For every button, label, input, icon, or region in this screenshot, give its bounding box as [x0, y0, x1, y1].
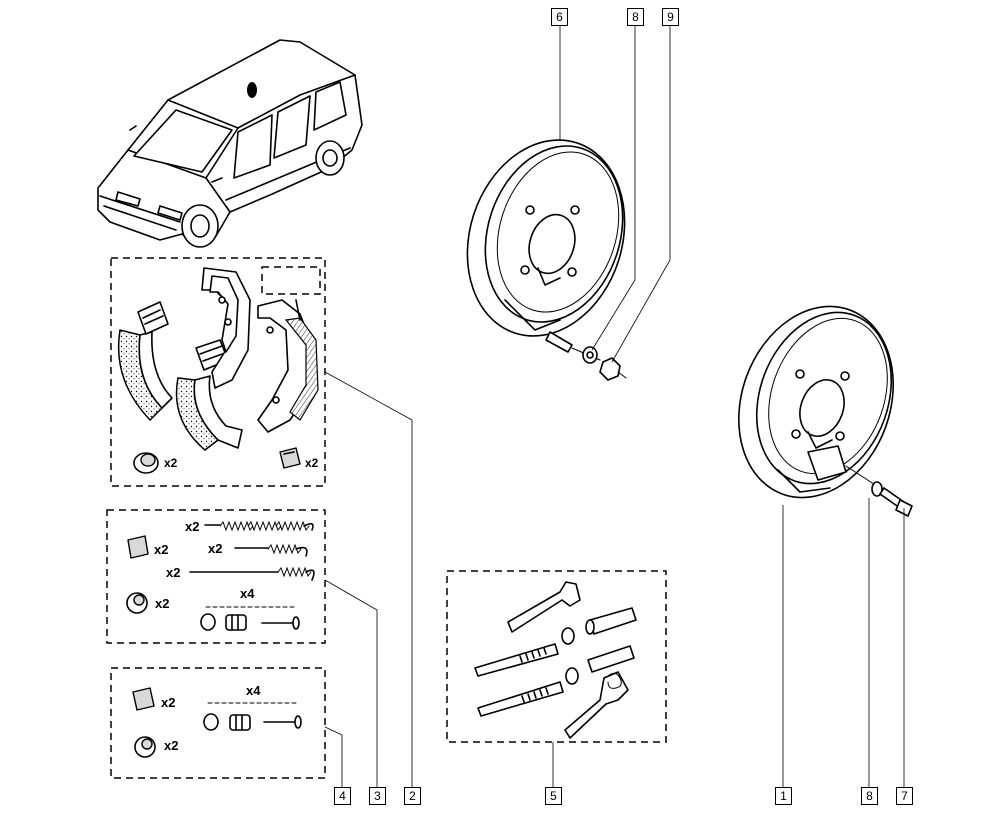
callout-5[interactable]: 5 — [545, 787, 562, 805]
qty-kit3-spring-mid: x2 — [208, 541, 223, 556]
leader-lines — [324, 24, 905, 788]
fitting-kit-cap — [134, 736, 156, 758]
washer-upper — [582, 346, 598, 364]
nut-upper — [599, 357, 627, 381]
adjuster-kit-parts — [474, 581, 637, 739]
qty-kit4-clip: x2 — [161, 695, 176, 710]
brake-shoe-left — [117, 301, 173, 422]
qty-shoe-clip: x2 — [305, 456, 319, 470]
callout-4[interactable]: 4 — [334, 787, 351, 805]
fitting-kit-pins — [203, 702, 302, 731]
qty-kit3-pins: x4 — [240, 586, 255, 601]
shoe-kit-clip — [279, 447, 301, 469]
hardware-kit-springs — [189, 521, 315, 581]
hardware-kit-cap — [126, 592, 148, 614]
qty-kit4-cap: x2 — [164, 738, 179, 753]
hardware-kit-pins — [200, 606, 300, 631]
adjuster-kit-box — [446, 570, 667, 743]
washer-lower — [871, 481, 883, 497]
qty-kit3-spring-short: x2 — [166, 565, 181, 580]
callout-7[interactable]: 7 — [896, 787, 913, 805]
qty-kit4-pins: x4 — [246, 683, 261, 698]
brake-shoe-right — [257, 299, 319, 433]
hardware-kit-clip — [127, 535, 149, 559]
brake-shoe-middle — [175, 267, 251, 451]
callout-2[interactable]: 2 — [404, 787, 421, 805]
callout-6[interactable]: 6 — [551, 8, 568, 26]
vehicle-illustration — [97, 39, 363, 248]
qty-shoe-cylinder: x2 — [164, 456, 178, 470]
backing-plate-lower — [738, 305, 894, 499]
shoe-kit-cylinder — [133, 452, 159, 474]
hardware-kit-box — [106, 509, 326, 644]
qty-kit3-cap: x2 — [155, 596, 170, 611]
callout-8-lower[interactable]: 8 — [861, 787, 878, 805]
bolt-lower — [879, 487, 913, 517]
callout-9[interactable]: 9 — [662, 8, 679, 26]
fitting-kit-box — [110, 667, 326, 779]
qty-kit3-spring-long: x2 — [185, 519, 200, 534]
qty-kit3-clip: x2 — [154, 542, 169, 557]
shoe-kit-inset-box — [261, 266, 321, 295]
fitting-kit-clip — [132, 687, 155, 711]
backing-plate-upper — [466, 139, 626, 361]
callout-3[interactable]: 3 — [369, 787, 386, 805]
callout-1[interactable]: 1 — [775, 787, 792, 805]
callout-8-upper[interactable]: 8 — [627, 8, 644, 26]
